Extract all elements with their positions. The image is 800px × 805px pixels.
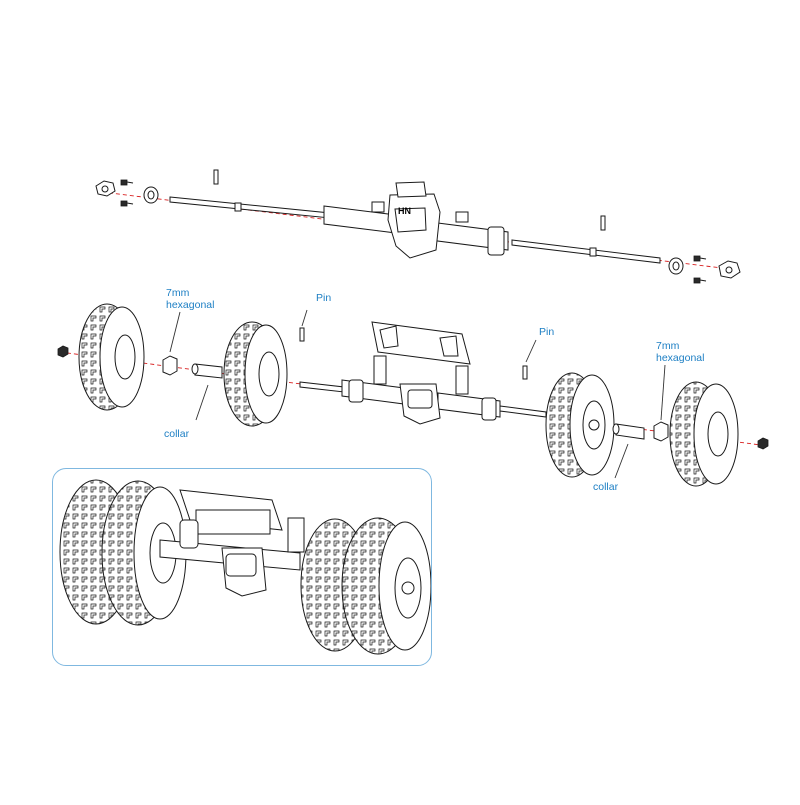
pin-label-right: Pin: [539, 326, 555, 338]
middle-wheel-assembly: [57, 303, 769, 487]
collar-icon: [191, 363, 223, 379]
top-axle-assembly: [95, 169, 741, 284]
leader-lines: [169, 309, 666, 479]
pin-icon: [299, 327, 528, 380]
nut-icon: [757, 437, 769, 450]
shock-absorber-icon: [373, 355, 469, 395]
shock-absorber-icon: [287, 517, 305, 553]
hex-adapter-icon: [162, 355, 178, 376]
axle-shaft-icon: [169, 196, 331, 219]
assembled-view: [59, 479, 432, 655]
tire-icon: [669, 381, 739, 487]
tire-icon: [223, 321, 288, 427]
bearing-icon: [668, 257, 684, 275]
screw-icon: [693, 255, 707, 284]
hex-adapter-icon: [653, 421, 669, 442]
nut-icon: [718, 260, 741, 279]
tire-icon: [78, 303, 145, 411]
collar-icon: [612, 423, 645, 440]
nut-icon: [95, 180, 116, 197]
axle-shaft-icon: [511, 239, 661, 264]
hex-adapter-label-right: 7mm hexagonal: [656, 340, 705, 364]
logo-text: HN: [398, 206, 411, 216]
bearing-icon: [143, 186, 159, 204]
differential-housing-icon: [299, 321, 547, 425]
collar-label-right: collar: [593, 481, 619, 493]
tire-icon: [545, 372, 615, 478]
collar-label-left: collar: [164, 428, 190, 440]
tire-icon: [300, 517, 432, 655]
pin-label-left: Pin: [316, 292, 332, 304]
pin-icon: [213, 169, 606, 231]
nut-icon: [57, 345, 69, 358]
differential-housing-icon: [323, 181, 509, 259]
assembled-view-frame: [52, 468, 432, 666]
differential-housing-icon: [159, 489, 301, 597]
screw-icon: [120, 179, 134, 207]
hex-adapter-label-left: 7mm hexagonal: [166, 287, 215, 311]
